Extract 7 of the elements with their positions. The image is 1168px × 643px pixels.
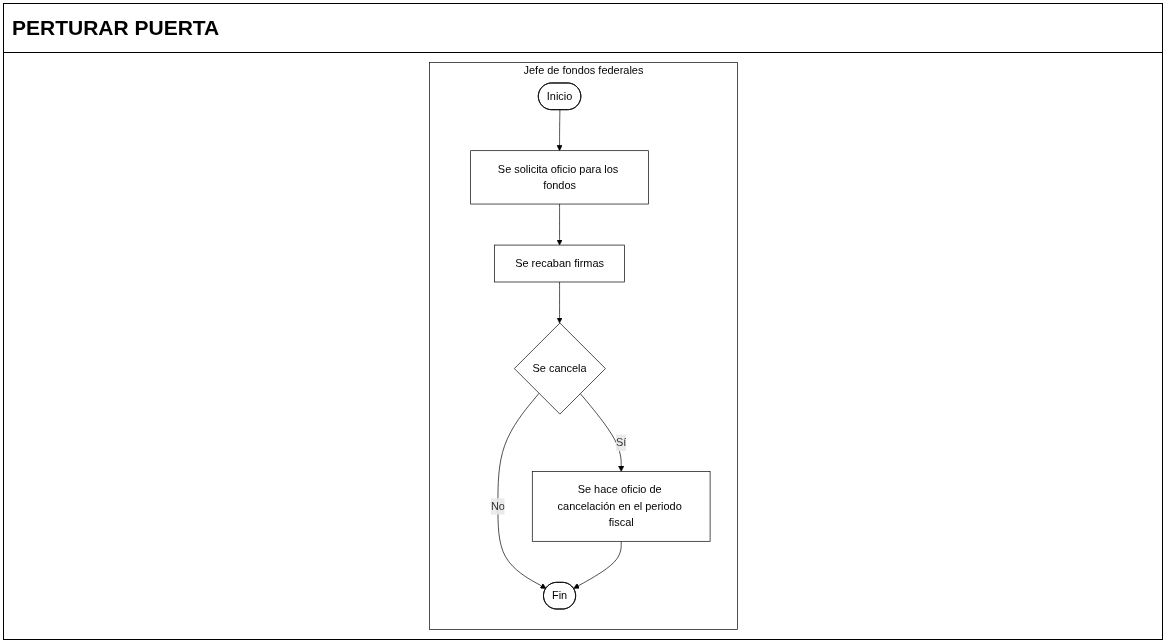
edge-label: Sí [615, 436, 626, 449]
diagram-title: PERTURAR PUERTA [4, 4, 1162, 53]
edge-label: No [490, 500, 505, 512]
node-diamond: Se cancela [513, 322, 606, 415]
node-box: Se hace oficio de cancelación en el periodo fiscal [531, 471, 710, 542]
node-box: Se solicita oficio para los fondos [469, 150, 649, 205]
node-box: Se recaban firmas [493, 244, 625, 283]
